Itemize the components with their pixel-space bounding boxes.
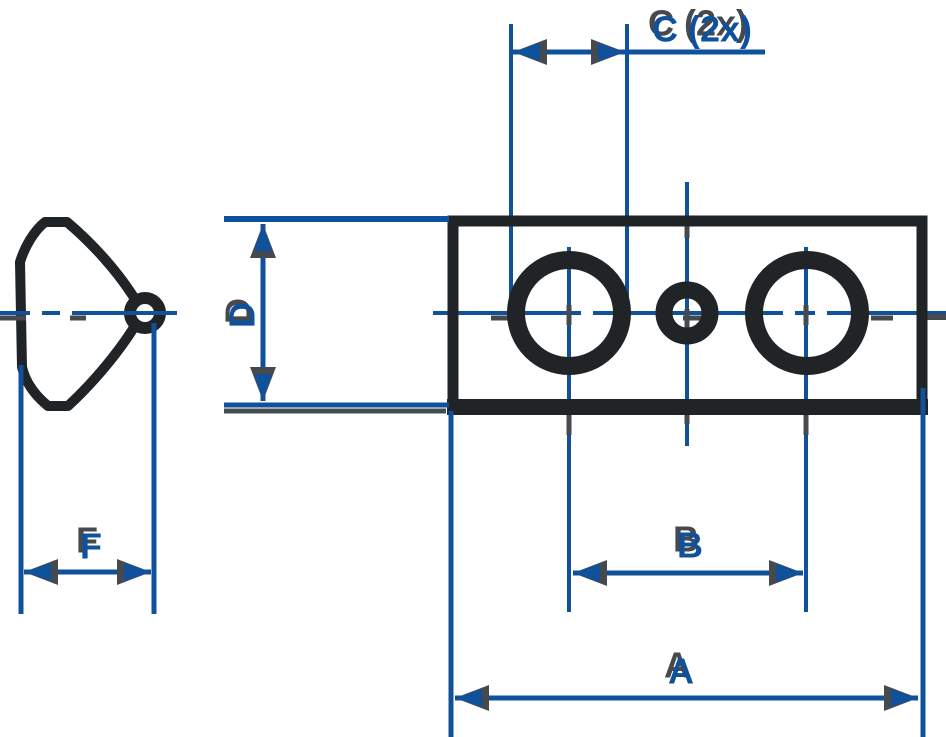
arrowhead bbox=[573, 564, 600, 582]
dim-a-arrow-left bbox=[455, 685, 489, 711]
arrowhead bbox=[455, 689, 482, 707]
dim-c-label-shadow: C (2x) bbox=[648, 3, 748, 44]
arrowhead bbox=[254, 224, 272, 251]
arrowhead bbox=[776, 564, 803, 582]
dim-a-arrow-right bbox=[884, 685, 918, 711]
dim-a-label-shadow: A bbox=[664, 645, 690, 686]
dim-a-label: A bbox=[668, 651, 694, 692]
hole-center-small bbox=[655, 281, 719, 345]
arrowhead bbox=[891, 689, 918, 707]
hole-left-large bbox=[507, 251, 631, 375]
arrowhead bbox=[513, 43, 540, 61]
dim-f-arrow-right bbox=[117, 559, 151, 585]
arrowhead bbox=[124, 563, 151, 581]
dim-c-arrow-left bbox=[513, 39, 547, 65]
dim-f-label-shadow: F bbox=[76, 520, 98, 561]
dim-c-arrow-right bbox=[591, 39, 625, 65]
hole-right-large bbox=[745, 251, 869, 375]
dim-b-arrow-right bbox=[769, 560, 803, 586]
dim-b-label: B bbox=[677, 525, 703, 566]
arrowhead bbox=[598, 43, 625, 61]
dim-b-arrow-left bbox=[573, 560, 607, 586]
dim-b-label-shadow: B bbox=[673, 519, 699, 560]
dim-f-arrow-left bbox=[24, 559, 58, 585]
arrowhead bbox=[254, 374, 272, 401]
dim-f-label: F bbox=[80, 526, 102, 567]
dim-d-arrow-bottom bbox=[250, 367, 276, 401]
dim-d-label-shadow: D bbox=[218, 298, 259, 324]
dim-c-label: C (2x) bbox=[652, 9, 752, 50]
dim-d-label: D bbox=[222, 302, 263, 328]
arrowhead bbox=[24, 563, 51, 581]
dim-d-arrow-top bbox=[250, 224, 276, 258]
